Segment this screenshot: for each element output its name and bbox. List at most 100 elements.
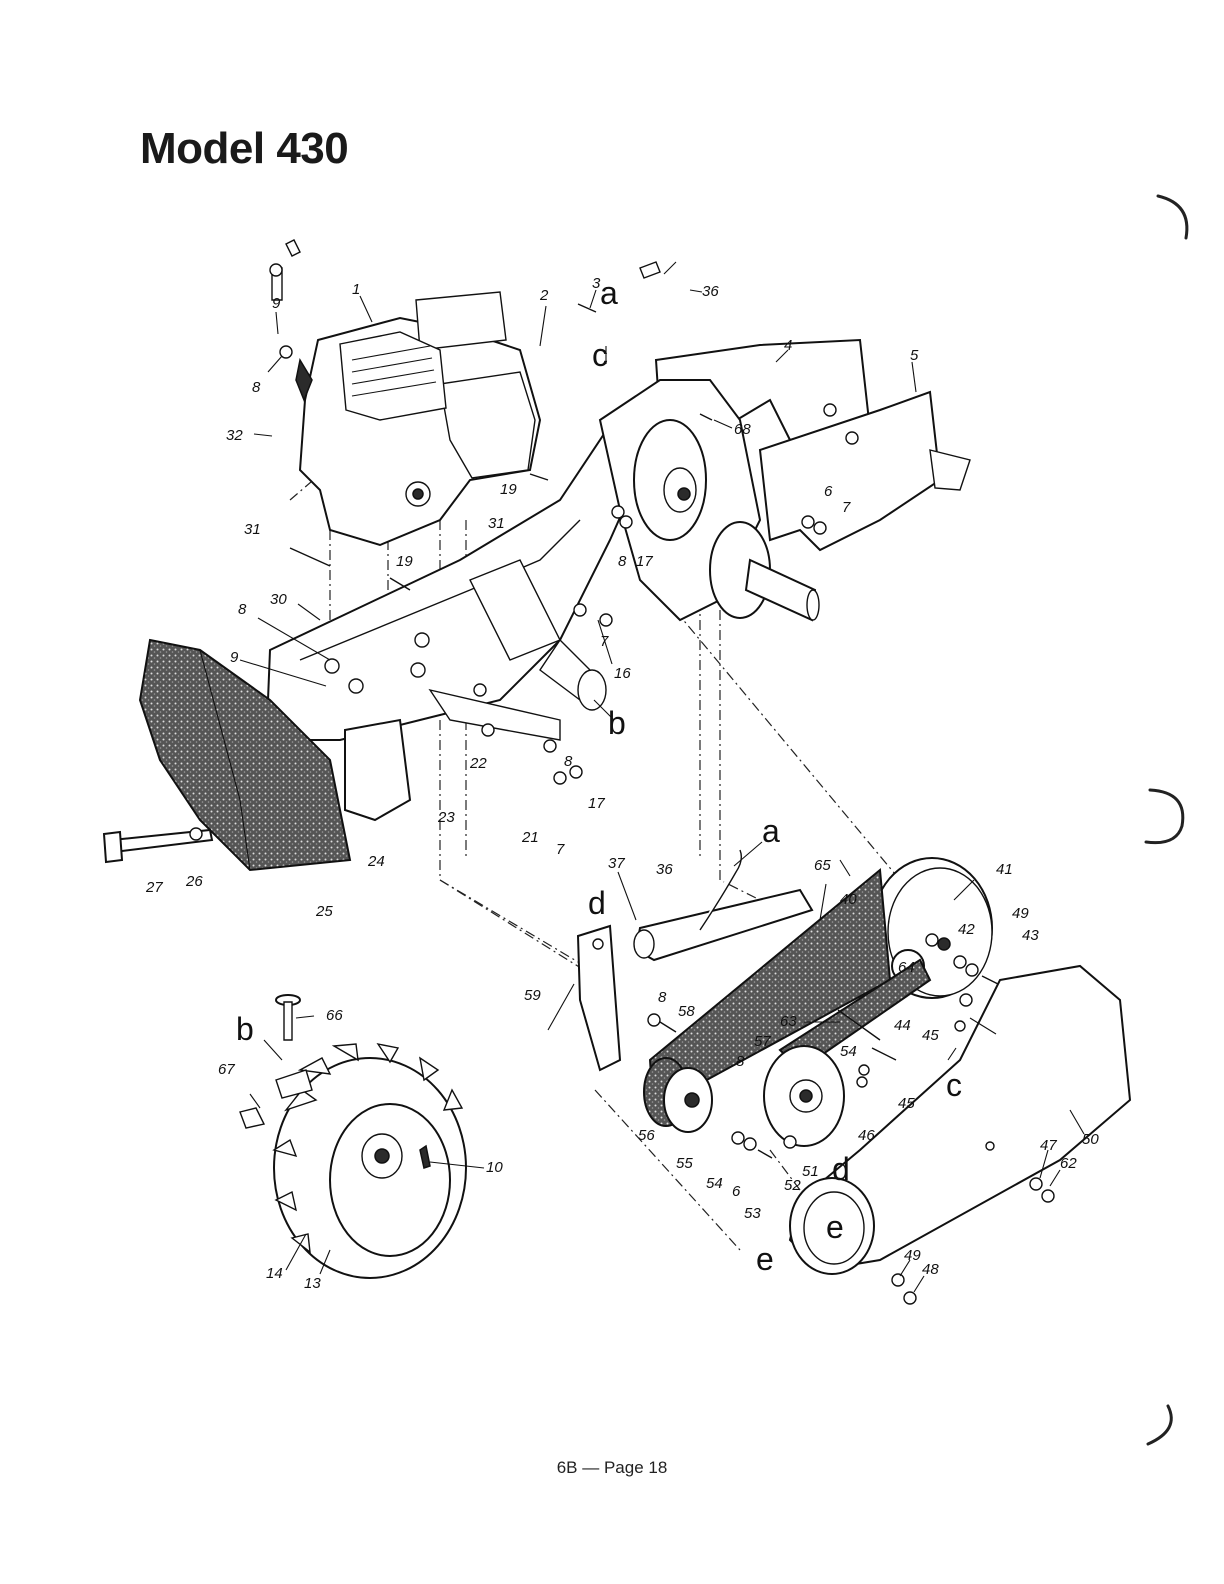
callout-45: 45 [898, 1095, 915, 1112]
callout-48: 48 [922, 1261, 939, 1278]
callout-8: 8 [736, 1053, 745, 1070]
callout-23: 23 [437, 809, 455, 826]
callout-9: 9 [272, 295, 281, 312]
connector-e: e [826, 1209, 844, 1245]
callout-4: 4 [784, 337, 792, 354]
connector-e: e [756, 1241, 774, 1277]
idler-bracket [576, 849, 814, 1072]
callout-9: 9 [230, 649, 239, 666]
callout-66: 66 [326, 1007, 343, 1024]
wheel [272, 1042, 467, 1279]
callout-10: 10 [486, 1159, 503, 1176]
callout-57: 57 [754, 1033, 771, 1050]
connector-d: d [832, 1151, 850, 1187]
callout-36: 36 [702, 283, 719, 300]
page-footer: 6B — Page 18 [556, 1458, 668, 1477]
callout-31: 31 [244, 521, 261, 538]
transmission [539, 379, 820, 711]
callout-42: 42 [958, 921, 975, 938]
callout-53: 53 [744, 1205, 761, 1222]
callout-16: 16 [614, 665, 631, 682]
callout-31: 31 [488, 515, 505, 532]
hardware [269, 239, 1055, 1305]
callout-3: 3 [592, 275, 601, 292]
callout-8: 8 [618, 553, 627, 570]
front-weight [102, 638, 352, 872]
callout-45: 45 [922, 1027, 939, 1044]
callout-44: 44 [894, 1017, 911, 1034]
idler-pulley [763, 1045, 845, 1147]
engine-cooling-fins [351, 345, 437, 397]
page-edge-mark-middle [1144, 788, 1185, 845]
callout-2: 2 [539, 287, 549, 304]
leader-lines [239, 261, 1085, 1293]
callout-7: 7 [842, 499, 851, 516]
engine-pulley [643, 1057, 713, 1133]
callout-41: 41 [996, 861, 1013, 878]
callout-13: 13 [304, 1275, 321, 1292]
callout-6: 6 [824, 483, 833, 500]
callout-8: 8 [252, 379, 261, 396]
callout-67: 67 [218, 1061, 235, 1078]
callout-19: 19 [396, 553, 413, 570]
callout-6: 6 [732, 1183, 741, 1200]
callout-25: 25 [315, 903, 333, 920]
callout-54: 54 [840, 1043, 857, 1060]
connector-b: b [236, 1011, 254, 1047]
callout-1: 1 [352, 281, 360, 298]
callout-68: 68 [734, 421, 751, 438]
tire-tread [272, 1042, 464, 1254]
callout-49: 49 [1012, 905, 1029, 922]
callout-51: 51 [802, 1163, 819, 1180]
connector-a: a [600, 275, 618, 311]
connector-c: c [592, 337, 608, 373]
hitch-pin [239, 994, 301, 1129]
callout-62: 62 [1060, 1155, 1077, 1172]
callout-59: 59 [524, 987, 541, 1004]
callout-64: 64 [898, 959, 915, 976]
callout-19: 19 [500, 481, 517, 498]
callout-17: 17 [636, 553, 653, 570]
callout-50: 50 [1082, 1131, 1099, 1148]
connector-c: c [946, 1067, 962, 1103]
callout-17: 17 [588, 795, 605, 812]
callout-labels: 1 2 3 4 5 6 6 7 7 7 8 8 8 8 8 8 9 9 10 1… [145, 275, 1099, 1292]
callout-8: 8 [564, 753, 573, 770]
callout-65: 65 [814, 857, 831, 874]
callout-26: 26 [185, 873, 203, 890]
callout-32: 32 [226, 427, 243, 444]
engine [295, 291, 542, 547]
connector-a: a [762, 813, 780, 849]
callout-21: 21 [521, 829, 539, 846]
page-edge-mark-bottom [1146, 1404, 1173, 1446]
callout-56: 56 [638, 1127, 655, 1144]
callout-49: 49 [904, 1247, 921, 1264]
frame-handle [266, 379, 722, 822]
connector-b: b [608, 705, 626, 741]
callout-47: 47 [1040, 1137, 1057, 1154]
callout-8: 8 [658, 989, 667, 1006]
callout-7: 7 [556, 841, 565, 858]
page-title: Model 430 [140, 124, 349, 173]
connector-letters: a a b b c c d d e e [236, 275, 962, 1277]
callout-58: 58 [678, 1003, 695, 1020]
belt-cover [788, 964, 1132, 1275]
connector-d: d [588, 885, 606, 921]
callout-54: 54 [706, 1175, 723, 1192]
callout-5: 5 [910, 347, 919, 364]
callout-14: 14 [266, 1265, 283, 1282]
callout-46: 46 [858, 1127, 875, 1144]
callout-52: 52 [784, 1177, 801, 1194]
callout-7: 7 [600, 633, 609, 650]
callout-37: 37 [608, 855, 625, 872]
callout-55: 55 [676, 1155, 693, 1172]
callout-36: 36 [656, 861, 673, 878]
callout-43: 43 [1022, 927, 1039, 944]
callout-30: 30 [270, 591, 287, 608]
callout-40: 40 [840, 891, 857, 908]
page-edge-mark-top [1156, 194, 1189, 240]
callout-8: 8 [238, 601, 247, 618]
callout-24: 24 [367, 853, 385, 870]
callout-22: 22 [469, 755, 487, 772]
